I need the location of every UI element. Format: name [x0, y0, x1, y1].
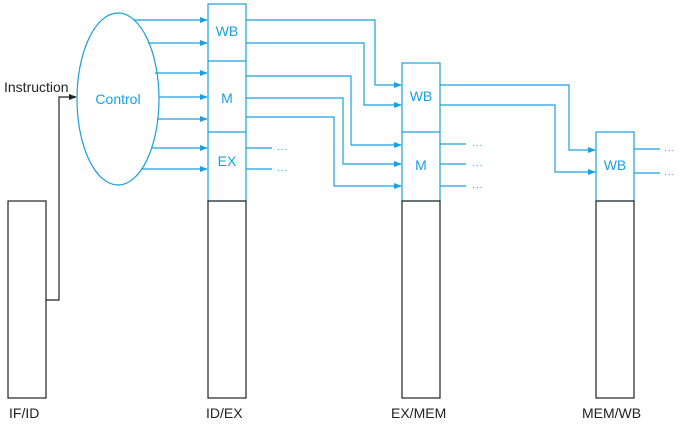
wb-wire-2: [246, 42, 402, 108]
if-id-label: IF/ID: [9, 405, 39, 421]
wb-wire-4: [440, 104, 596, 175]
register-if-id: IF/ID: [7, 200, 47, 421]
register-mem-wb: WB MEM/WB: [582, 131, 641, 421]
m-wire-1: [246, 75, 402, 148]
control-unit: Control: [76, 12, 160, 186]
mem-wb-wb-field: WB: [604, 157, 627, 173]
ex-out-1-dots: ...: [277, 142, 288, 153]
control-signals: [133, 17, 208, 172]
ex-mem-data-box: [401, 200, 441, 399]
instruction-label: Instruction: [4, 79, 69, 95]
if-id-box: [7, 200, 47, 399]
id-ex-wb-field: WB: [216, 23, 239, 39]
m-wire-2: [246, 97, 402, 167]
ex-mem-outputs: ... ... ...: [440, 84, 596, 191]
wb-out-1-dots: ...: [664, 143, 675, 154]
ex-mem-wb-field: WB: [410, 88, 433, 104]
register-ex-mem: WB M EX/MEM: [391, 62, 446, 421]
instruction-wire: [46, 94, 77, 301]
id-ex-outputs: ... ...: [246, 19, 402, 189]
m-out-1-dots: ...: [472, 138, 483, 149]
mem-wb-data-box: [595, 200, 635, 399]
ex-out-2-dots: ...: [277, 163, 288, 174]
m-out-3-dots: ...: [472, 180, 483, 191]
wb-wire-3: [440, 84, 596, 153]
id-ex-data-box: [207, 200, 247, 399]
id-ex-label: ID/EX: [206, 405, 243, 421]
register-id-ex: WB M EX ID/EX: [206, 3, 247, 421]
m-out-2-dots: ...: [472, 158, 483, 169]
wb-out-2-dots: ...: [664, 167, 675, 178]
wb-wire-1: [246, 19, 402, 88]
m-wire-3: [246, 116, 402, 189]
control-ellipse: [76, 12, 160, 186]
mem-wb-label: MEM/WB: [582, 405, 641, 421]
ex-mem-label: EX/MEM: [391, 405, 446, 421]
id-ex-ex-field: EX: [218, 153, 237, 169]
ex-mem-m-field: M: [415, 157, 427, 173]
id-ex-m-field: M: [221, 90, 233, 106]
mem-wb-outputs: ... ...: [634, 143, 675, 178]
control-label: Control: [95, 91, 140, 107]
